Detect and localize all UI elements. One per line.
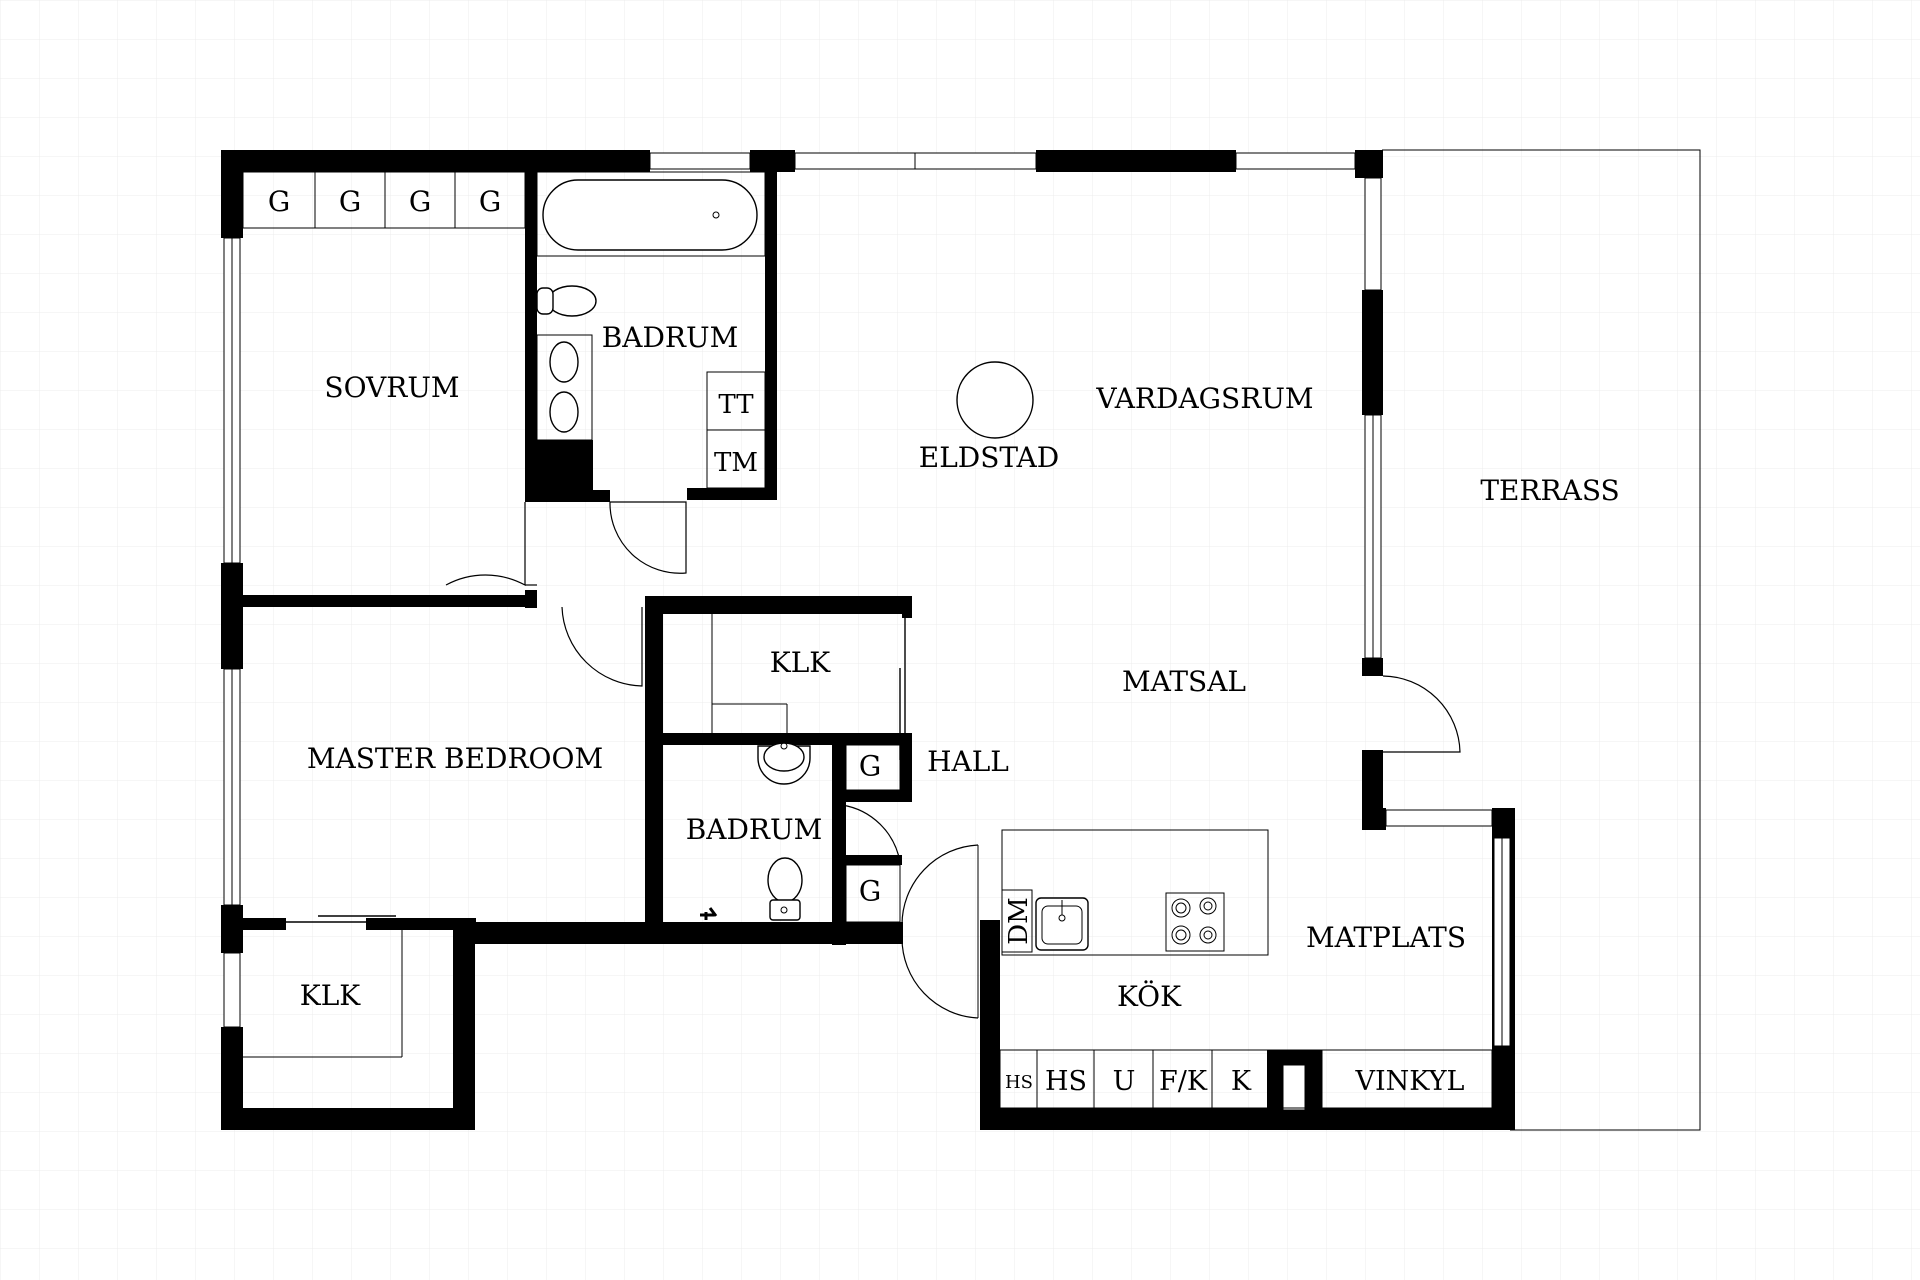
wardrobe-row: G G G G — [242, 171, 526, 229]
room-matplats: MATPLATS — [1306, 921, 1466, 954]
klk-shelving — [711, 614, 788, 733]
fireplace — [956, 361, 1034, 439]
kitchen-units: HS HS U F/K K VINKYL — [999, 1049, 1493, 1109]
room-klk-master: KLK — [300, 979, 362, 1012]
room-master-bedroom: MASTER BEDROOM — [307, 742, 603, 775]
room-hall: HALL — [927, 745, 1009, 778]
unit-hs-small: HS — [1005, 1072, 1033, 1093]
unit-hs: HS — [1045, 1066, 1087, 1097]
tt-label: TT — [718, 390, 754, 420]
lower-bath-fixtures — [700, 742, 811, 921]
room-badrum-lower: BADRUM — [686, 813, 823, 846]
unit-u: U — [1113, 1066, 1136, 1097]
room-terrass: TERRASS — [1480, 474, 1619, 507]
unit-fk: F/K — [1159, 1066, 1208, 1097]
unit-k: K — [1231, 1066, 1252, 1097]
room-matsal: MATSAL — [1122, 665, 1246, 698]
terrace-outline — [1382, 149, 1701, 1131]
bathtub — [536, 171, 766, 257]
double-sink — [536, 334, 593, 441]
lower-closet: G — [845, 864, 901, 923]
kitchen-island: DM — [1001, 829, 1269, 956]
wardrobe-label: G — [339, 185, 361, 218]
toilet — [536, 285, 597, 317]
master-klk-shelving — [243, 925, 403, 1058]
g-lower-label: G — [859, 875, 881, 908]
wardrobe-label: G — [409, 185, 431, 218]
wardrobe-label: G — [479, 185, 501, 218]
cooktop — [1165, 892, 1225, 952]
dm-label: DM — [1004, 897, 1034, 944]
unit-vinkyl: VINKYL — [1355, 1066, 1465, 1097]
room-labels: SOVRUM BADRUM VARDAGSRUM ELDSTAD TERRASS… — [300, 321, 1620, 1013]
hall-closet: G — [845, 744, 901, 791]
room-klk-hall: KLK — [770, 646, 832, 679]
room-badrum-top: BADRUM — [602, 321, 739, 354]
room-vardagsrum: VARDAGSRUM — [1095, 382, 1313, 415]
tm-label: TM — [714, 448, 758, 478]
windows — [223, 152, 1511, 1047]
g-hall-label: G — [859, 750, 881, 783]
walls — [221, 150, 1515, 1130]
room-eldstad: ELDSTAD — [919, 441, 1059, 474]
room-kok: KÖK — [1117, 979, 1182, 1013]
wardrobe-label: G — [268, 185, 290, 218]
laundry-units: TT TM — [706, 371, 766, 489]
room-sovrum: SOVRUM — [324, 371, 459, 404]
doors — [286, 501, 1461, 1019]
